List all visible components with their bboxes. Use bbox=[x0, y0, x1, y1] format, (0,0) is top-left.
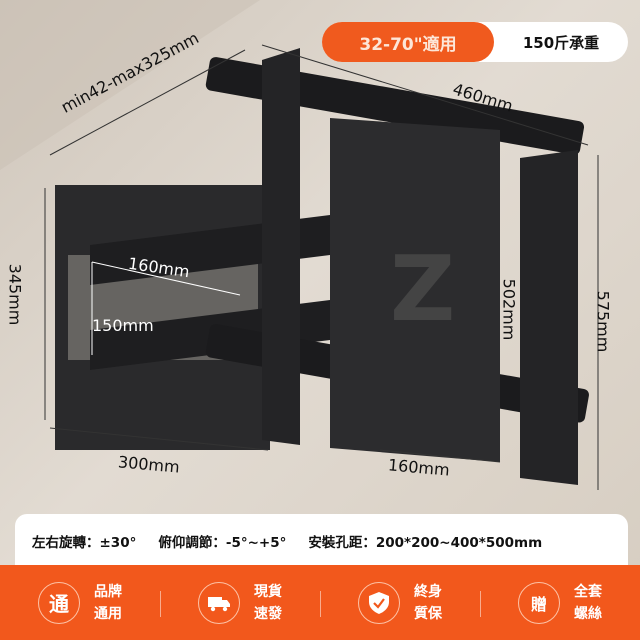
spec-tilt: 俯仰調節：-5°~+5° bbox=[158, 535, 287, 551]
center-plate bbox=[330, 118, 500, 462]
feature-label: 速發 bbox=[254, 605, 282, 622]
spec-vesa: 安裝孔距：200*200~400*500mm bbox=[308, 535, 543, 551]
feature-label: 全套 bbox=[574, 583, 602, 600]
feature-label: 質保 bbox=[414, 605, 442, 622]
svg-text:Z: Z bbox=[390, 237, 455, 342]
load-badge: 150斤承重 bbox=[522, 33, 600, 52]
spec-bar: 左右旋轉：±30° 俯仰調節：-5°~+5° 安裝孔距：200*200~400*… bbox=[15, 514, 628, 568]
feature-screws: 贈 全套螺絲 bbox=[480, 565, 640, 640]
universal-icon: 通 bbox=[38, 581, 80, 624]
size-badge: 32-70"適用 bbox=[322, 22, 494, 62]
feature-band: 通 品牌通用 現貨速發 終身質保 贈 全套螺絲 bbox=[0, 565, 640, 640]
rail-height-label: 575mm bbox=[593, 290, 613, 353]
feature-universal: 通 品牌通用 bbox=[0, 565, 160, 640]
feature-label: 終身 bbox=[414, 583, 442, 600]
universal-icon-glyph: 通 bbox=[49, 592, 69, 616]
spec-rotation: 左右旋轉：±30° bbox=[32, 535, 137, 551]
feature-label: 現貨 bbox=[254, 583, 282, 600]
gift-icon: 贈 bbox=[518, 581, 560, 624]
feature-label: 螺絲 bbox=[574, 605, 602, 622]
shield-check-icon bbox=[358, 581, 400, 624]
feature-label: 通用 bbox=[94, 605, 122, 622]
right-rail bbox=[520, 150, 578, 485]
left-rail bbox=[262, 48, 300, 445]
feature-shipping: 現貨速發 bbox=[160, 565, 320, 640]
arm-vertical-label: 150mm bbox=[92, 316, 154, 335]
badge-group: 32-70"適用 150斤承重 bbox=[322, 22, 628, 62]
truck-icon bbox=[198, 581, 240, 624]
feature-label: 品牌 bbox=[94, 583, 122, 600]
feature-warranty: 終身質保 bbox=[320, 565, 480, 640]
center-height-label: 502mm bbox=[499, 278, 519, 341]
gift-icon-glyph: 贈 bbox=[530, 594, 547, 614]
plate-height-label: 345mm bbox=[5, 263, 25, 326]
